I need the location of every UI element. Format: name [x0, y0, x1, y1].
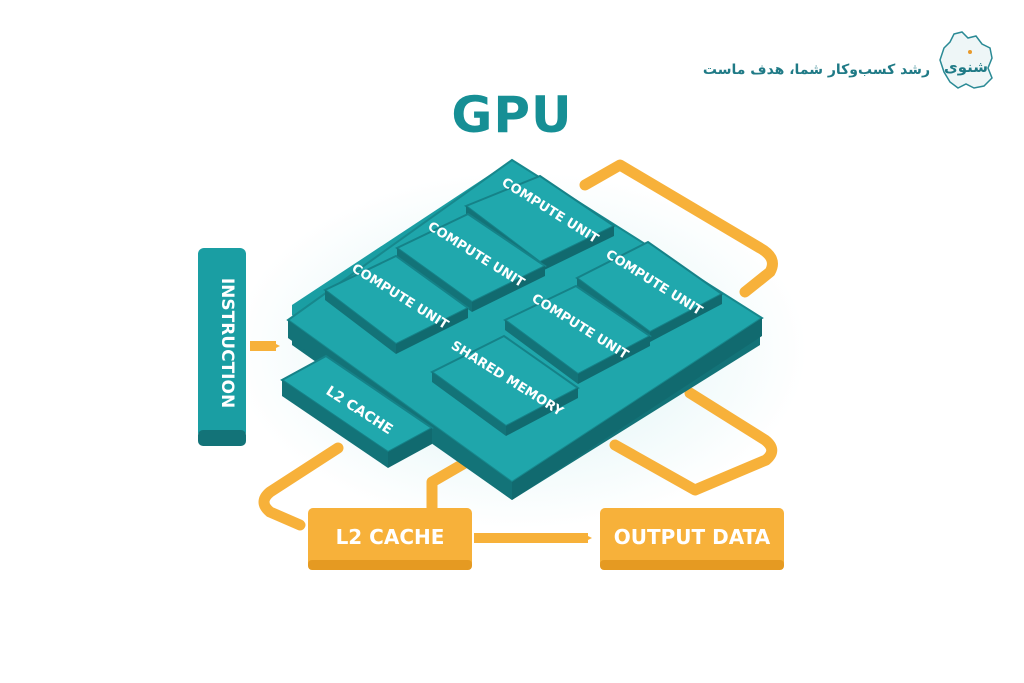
instruction-bar[interactable]: INSTRUCTION: [198, 248, 246, 446]
brand-tagline: رشد کسب‌وکار شما، هدف ماست: [702, 62, 930, 78]
svg-text:INSTRUCTION: INSTRUCTION: [217, 278, 237, 408]
brand-logo-text: شنوی: [944, 58, 988, 76]
compute-unit-tile-5[interactable]: COMPUTE UNIT: [503, 284, 652, 384]
gpu-board-right-face: [512, 318, 762, 500]
compute-unit-tile-4[interactable]: COMPUTE UNIT: [323, 254, 470, 354]
svg-text:L2 CACHE: L2 CACHE: [336, 525, 445, 549]
compute-unit-tile-2[interactable]: COMPUTE UNIT: [395, 212, 547, 312]
l2-cache-box[interactable]: L2 CACHE: [308, 508, 472, 570]
instruction-label: INSTRUCTION: [217, 278, 237, 408]
l2-cache-to-box-connector: [258, 442, 344, 531]
l2-cache-box-label: L2 CACHE: [336, 525, 445, 549]
brand-header: رشد کسب‌وکار شما، هدف ماست شنوی: [700, 28, 1000, 98]
output-data-label: OUTPUT DATA: [614, 525, 771, 549]
bottom-right-loop-connector: [609, 387, 778, 496]
board-to-l2-box-connector: [426, 454, 476, 521]
l2-cache-chip[interactable]: L2 CACHE: [280, 354, 434, 468]
output-data-box[interactable]: OUTPUT DATA: [600, 508, 784, 570]
diagram-title: GPU: [451, 86, 573, 144]
top-right-loop-connector: [579, 159, 778, 298]
svg-text:OUTPUT DATA: OUTPUT DATA: [614, 525, 771, 549]
iran-map-logo-icon[interactable]: شنوی: [932, 28, 1000, 96]
